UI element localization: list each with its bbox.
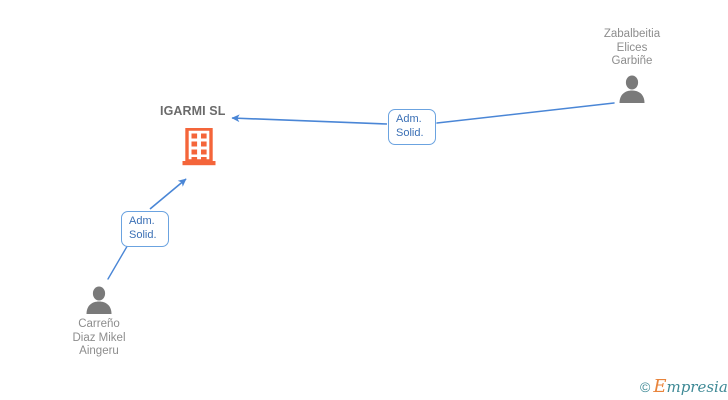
edge-top-right-segment (436, 102, 615, 124)
copyright-icon: © (640, 379, 651, 395)
company-name-label: IGARMI SL (160, 104, 226, 118)
empresia-watermark: © Empresia (640, 378, 728, 396)
edge-bottom-lower-segment (107, 242, 130, 280)
edge-top-left-segment (231, 114, 388, 125)
brand-name: Empresia (653, 378, 727, 396)
relation-label-bottom[interactable]: Adm. Solid. (121, 211, 169, 247)
brand-rest: mpresia (666, 378, 728, 396)
person-name-label: Carreño Diaz Mikel Aingeru (72, 318, 126, 357)
company-node[interactable]: IGARMI SL (160, 104, 280, 166)
person-name-label: Zabalbeitia Elices Garbiñe (603, 28, 661, 67)
person-node-top-right[interactable]: Zabalbeitia Elices Garbiñe (562, 28, 702, 103)
brand-initial: E (653, 376, 667, 397)
person-node-bottom-left[interactable]: Carreño Diaz Mikel Aingeru (29, 284, 169, 359)
edge-bottom-upper-segment (149, 178, 187, 210)
person-icon[interactable] (562, 73, 702, 103)
building-icon[interactable] (182, 127, 216, 166)
person-icon[interactable] (29, 284, 169, 314)
relation-label-top[interactable]: Adm. Solid. (388, 109, 436, 145)
